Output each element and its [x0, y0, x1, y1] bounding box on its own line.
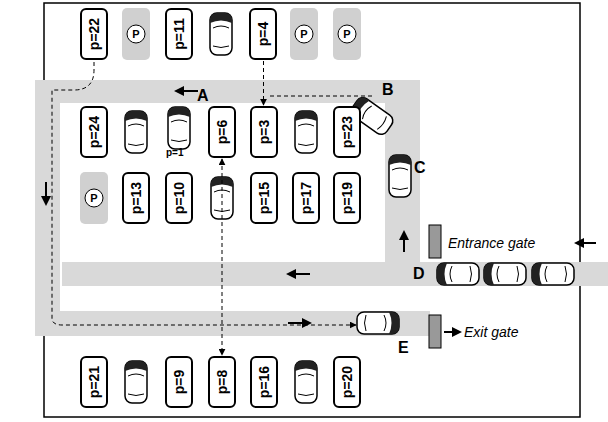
spot-number: p=20 [339, 366, 355, 398]
route-connector [222, 159, 223, 355]
spot-number: p=8 [214, 370, 230, 395]
parking-spot: p=24 [80, 106, 108, 158]
spot-number: p=6 [214, 120, 230, 145]
car-icon [389, 155, 411, 197]
roads [35, 80, 608, 336]
parking-spot: p=21 [80, 356, 108, 408]
car-icon [484, 263, 526, 285]
parking-spot: p=11 [165, 8, 193, 60]
spot-number: p=15 [256, 182, 272, 214]
car-icon [357, 312, 399, 334]
road-arrows [46, 91, 596, 332]
cars [125, 13, 574, 403]
car-icon [168, 107, 190, 149]
parking-signs [80, 8, 361, 224]
spot-number: p=3 [256, 120, 272, 145]
route-lines [52, 62, 372, 325]
spot-number: p=17 [298, 182, 314, 214]
car-icon [532, 263, 574, 285]
parking-spot: p=16 [250, 356, 278, 408]
point-letter: E [398, 340, 409, 356]
spot-number: p=11 [171, 18, 187, 50]
parking-sign-letter: P [300, 29, 307, 40]
spot-number: p=21 [86, 366, 102, 398]
point-letter: D [413, 266, 425, 282]
parking-spot: p=6 [208, 106, 236, 158]
spot-number: p=19 [339, 182, 355, 214]
parking-sign-letter: P [90, 193, 97, 204]
car-icon [125, 361, 147, 403]
spot-number: p=22 [86, 18, 102, 50]
parking-spot: p=13 [122, 172, 150, 224]
gate-label: Entrance gate [448, 236, 535, 250]
parking-spot: p=17 [292, 172, 320, 224]
parking-spot: p=15 [250, 172, 278, 224]
route-connector [263, 61, 264, 105]
parking-spot: p=8 [208, 356, 236, 408]
gates [429, 225, 441, 348]
spot-number: p=1 [166, 148, 184, 158]
car-icon [295, 111, 317, 153]
point-letter: B [382, 82, 394, 98]
car-icon [437, 263, 479, 285]
parking-spot: p=19 [333, 172, 361, 224]
car-icon [210, 13, 232, 55]
parking-spot: p=23 [333, 106, 361, 158]
spot-number: p=4 [255, 22, 271, 47]
parking-sign-letter: P [132, 29, 139, 40]
spot-number: p=13 [128, 182, 144, 214]
parking-spot: p=4 [249, 8, 277, 60]
parking-sign-letter: P [343, 29, 350, 40]
parking-spot: p=20 [333, 356, 361, 408]
spot-number: p=9 [171, 370, 187, 395]
spot-number: p=16 [256, 366, 272, 398]
parking-spot: p=9 [165, 356, 193, 408]
spot-number: p=24 [86, 116, 102, 148]
car-icon [295, 361, 317, 403]
gate-label: Exit gate [464, 325, 518, 339]
parking-spot: p=3 [250, 106, 278, 158]
lot-border [44, 3, 580, 417]
spot-number: p=23 [339, 116, 355, 148]
point-letter: C [414, 160, 426, 176]
parking-spot: p=10 [165, 172, 193, 224]
parking-spot: p=22 [80, 8, 108, 60]
car-icon [125, 111, 147, 153]
point-letter: A [197, 88, 209, 104]
spot-number: p=10 [171, 182, 187, 214]
